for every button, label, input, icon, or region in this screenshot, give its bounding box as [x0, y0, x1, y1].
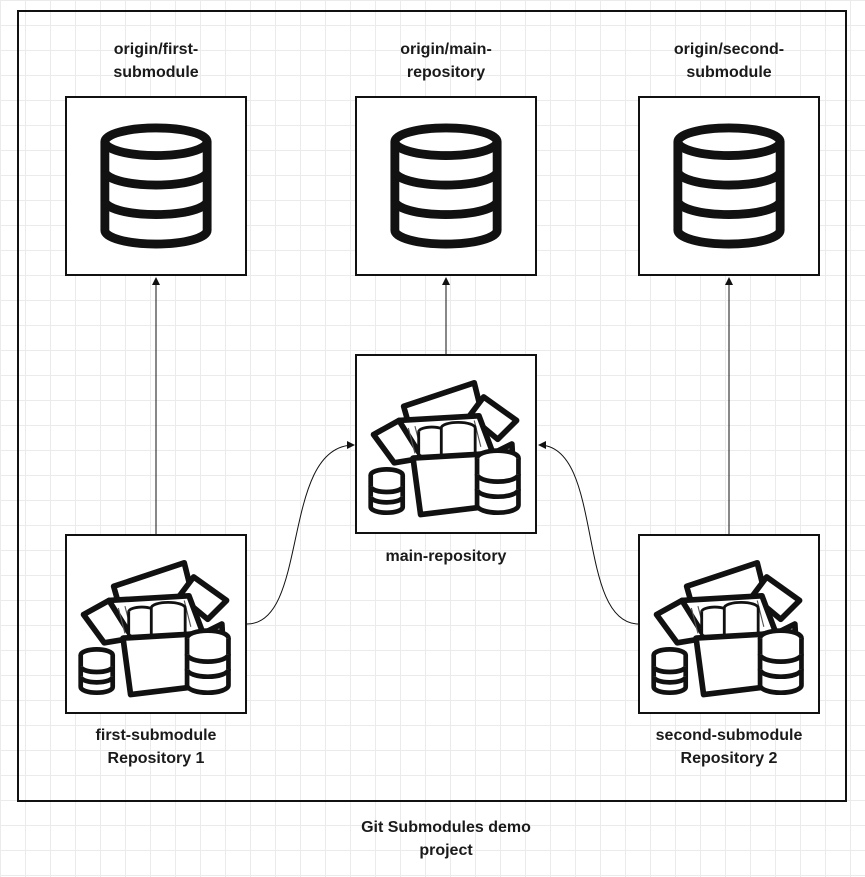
second-submodule-node[interactable]: [638, 534, 820, 714]
origin-main-label: origin/main- repository: [400, 41, 492, 81]
origin-second-label: origin/second- submodule: [673, 41, 785, 81]
arrow-first-to-main: [246, 441, 355, 625]
project-frame: [17, 10, 847, 802]
origin-first-label: origin/first- submodule: [113, 41, 199, 81]
main-repository-node[interactable]: [355, 354, 537, 534]
origin-first-node[interactable]: [65, 96, 247, 276]
second-submodule-label: second-submodule Repository 2: [655, 727, 803, 767]
arrow-second-to-main: [538, 441, 640, 625]
database-icon: [670, 122, 788, 250]
database-icon: [97, 122, 215, 250]
main-repository-label: main-repository: [385, 548, 507, 565]
package-icon: [366, 364, 526, 524]
origin-second-node[interactable]: [638, 96, 820, 276]
database-icon: [387, 122, 505, 250]
first-submodule-label: first-submodule Repository 1: [95, 727, 217, 767]
diagram-caption: Git Submodules demo project: [361, 819, 531, 859]
first-submodule-node[interactable]: [65, 534, 247, 714]
package-icon: [649, 544, 809, 704]
arrows: [152, 277, 733, 625]
package-icon: [76, 544, 236, 704]
origin-main-node[interactable]: [355, 96, 537, 276]
